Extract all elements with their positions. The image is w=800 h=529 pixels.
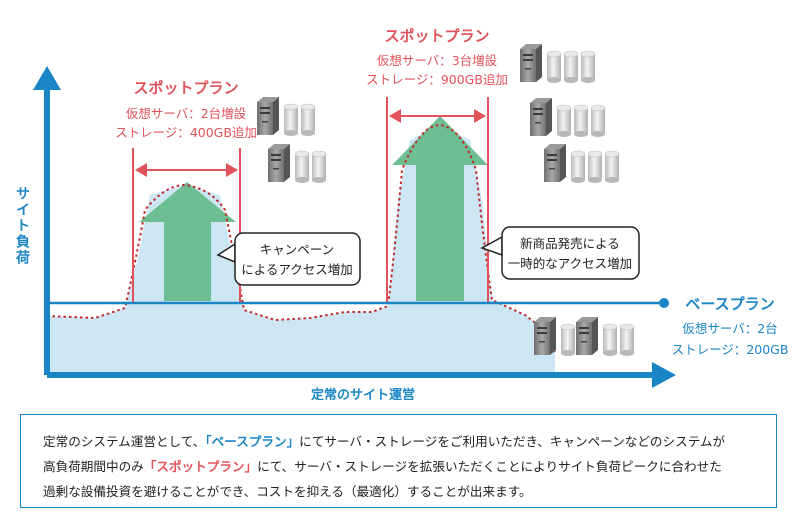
spot-plan-2-title: スポットプラン [384, 27, 489, 45]
callout-new-product: 新商品発売による 一時的なアクセス増加 [480, 226, 640, 280]
load-curve-dotted [46, 123, 556, 353]
storage-disk-icon [619, 323, 635, 356]
spot-plan-1-server: 仮想サーバ：2台増設 [126, 106, 247, 121]
callout-new-product-line1: 新商品発売による [520, 236, 620, 251]
spot-range-2 [386, 97, 489, 302]
description-line-3: 過剰な設備投資を避けることができ、コストを抑える（最適化）することが出来ます。 [43, 479, 758, 504]
base-plan-highlight: 「ベースプラン」 [205, 434, 300, 449]
storage-disk-icon [590, 104, 606, 137]
spot-plan-2-storage: ストレージ：900GB追加 [366, 72, 508, 87]
storage-disk-icon [602, 323, 618, 356]
storage-disk-icon [604, 150, 620, 183]
storage-disk-icon [546, 50, 562, 83]
spot-plan-highlight: 「スポットプラン」 [143, 459, 258, 474]
description-text: にて、サーバ・ストレージを拡張いただくことによりサイト負荷ピークに合わせた [257, 459, 722, 474]
server-tower-icon [520, 44, 542, 82]
storage-disk-icon [294, 150, 310, 183]
callout-campaign-line2: によるアクセス増加 [241, 262, 353, 277]
description-line-1: 定常のシステム運営として、「ベースプラン」にてサーバ・ストレージをご利用いただき… [43, 429, 758, 454]
callout-campaign: キャンペーン によるアクセス増加 [216, 232, 361, 286]
server-tower-icon [534, 317, 556, 355]
server-tower-icon [268, 144, 290, 182]
server-tower-icon [544, 144, 566, 182]
description-text: 高負荷期間中のみ [43, 459, 144, 474]
storage-disk-icon [580, 50, 596, 83]
storage-disk-icon [573, 104, 589, 137]
storage-disk-icon [587, 150, 603, 183]
load-diagram: サイト負荷 定常のサイト運営 スポットプラン 仮想サーバ：2台増設 ストレージ：… [14, 27, 789, 400]
spot-increase-arrow-2 [392, 116, 488, 301]
x-axis-label: 定常のサイト運営 [310, 387, 415, 400]
storage-disk-icon [311, 150, 327, 183]
spot-plan-2-server: 仮想サーバ：3台増設 [377, 53, 498, 68]
x-axis-arrowhead [652, 362, 676, 388]
base-plan-dot [659, 298, 669, 308]
base-plan-title: ベースプラン [685, 295, 774, 313]
storage-disk-icon [570, 150, 586, 183]
description-text: にてサーバ・ストレージをご利用いただき、キャンペーンなどのシステムが [299, 434, 726, 449]
spot-plan-1-storage: ストレージ：400GB追加 [115, 125, 257, 140]
spot-plan-1-title: スポットプラン [133, 79, 238, 97]
server-storage-icons [257, 44, 635, 356]
storage-disk-icon [300, 103, 316, 136]
callout-new-product-line2: 一時的なアクセス増加 [508, 256, 632, 271]
y-axis-arrowhead [33, 66, 61, 90]
storage-disk-icon [560, 323, 576, 356]
storage-disk-icon [556, 104, 572, 137]
description-text: 過剰な設備投資を避けることができ、コストを抑える（最適化）することが出来ます。 [43, 484, 532, 499]
y-axis-label: サイト負荷 [14, 186, 31, 266]
base-plan-server: 仮想サーバ：2台 [682, 321, 777, 336]
server-tower-icon [530, 98, 552, 136]
callout-campaign-line1: キャンペーン [260, 242, 334, 257]
server-tower-icon [576, 317, 598, 355]
base-plan-storage: ストレージ：200GB [672, 342, 789, 357]
storage-disk-icon [283, 103, 299, 136]
storage-disk-icon [563, 50, 579, 83]
description-line-2: 高負荷期間中のみ「スポットプラン」にて、サーバ・ストレージを拡張いただくことによ… [43, 454, 758, 479]
description-box: 定常のシステム運営として、「ベースプラン」にてサーバ・ストレージをご利用いただき… [20, 414, 777, 508]
description-text: 定常のシステム運営として、 [43, 434, 206, 449]
spot-increase-arrow-1 [139, 182, 236, 301]
server-tower-icon [257, 97, 279, 135]
